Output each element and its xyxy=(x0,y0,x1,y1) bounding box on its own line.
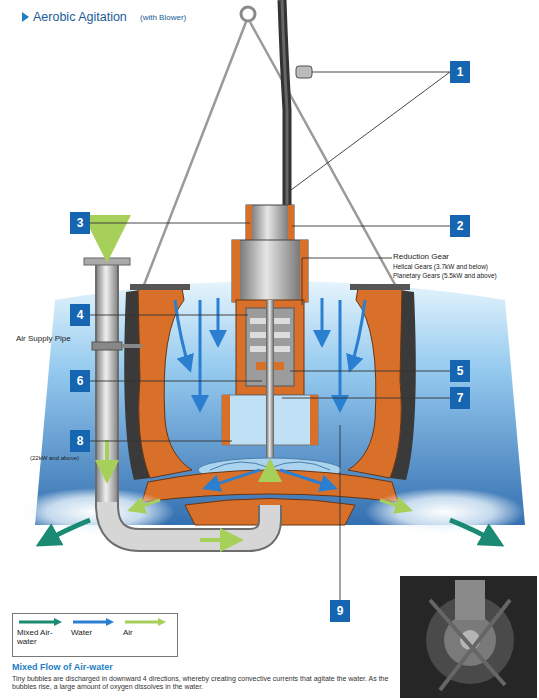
legend-item: Air xyxy=(123,617,167,638)
legend-item: Water xyxy=(71,617,115,638)
callout-number: 9 xyxy=(330,600,350,622)
callout-number: 1 xyxy=(450,61,470,83)
caption-body: Tiny bubbles are discharged in downward … xyxy=(12,675,397,691)
legend-text: Air xyxy=(123,629,167,638)
callout-number: 6 xyxy=(70,370,90,392)
title-note: (with Blower) xyxy=(140,13,186,22)
part-note: Planetary Gears (5.5kW and above) xyxy=(393,272,497,279)
legend-arrow xyxy=(17,617,63,627)
legend-item: Mixed Air-water xyxy=(17,617,63,647)
legend-text: Mixed Air-water xyxy=(17,629,63,647)
callout-number: 8 xyxy=(70,430,90,452)
legend-text: Water xyxy=(71,629,115,638)
diagram-title: Aerobic Agitation xyxy=(33,10,127,24)
caption-heading: Mixed Flow of Air-water xyxy=(12,662,113,672)
callout-number: 4 xyxy=(70,304,90,326)
part-note: Helical Gears (3.7kW and below) xyxy=(393,263,488,270)
callout-number: 7 xyxy=(450,387,470,409)
callout-number: 5 xyxy=(450,360,470,382)
part-label: Air Supply Pipe xyxy=(16,334,71,343)
legend-arrow xyxy=(123,617,167,627)
callout-number: 3 xyxy=(70,212,90,234)
part-note: (22kW and above) xyxy=(30,455,79,462)
legend-box: Mixed Air-water Water Air xyxy=(12,613,178,657)
legend-arrow xyxy=(71,617,115,627)
part-label: Reduction Gear xyxy=(393,252,449,261)
callout-number: 2 xyxy=(450,215,470,237)
